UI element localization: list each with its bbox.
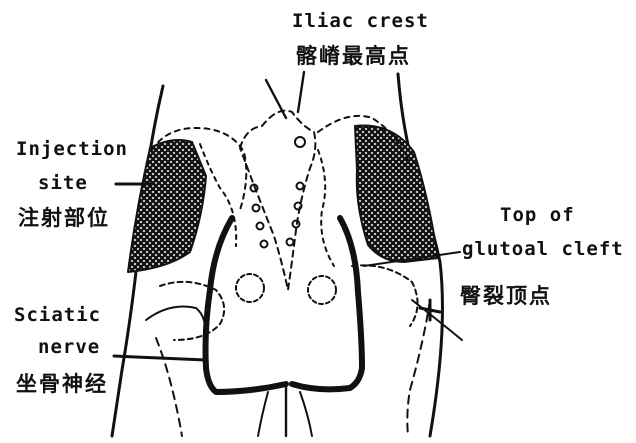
injection-site-zh-label: 注射部位	[18, 208, 110, 229]
gluteal-cleft-zh-label: 臀裂顶点	[460, 286, 552, 307]
iliac-crest-label: Iliac crest	[292, 12, 429, 31]
sciatic-nerve-zh-label: 坐骨神经	[16, 374, 108, 395]
gluteal-cleft-label-line2: glutoal cleft	[462, 240, 624, 259]
left-gluteal-curve	[206, 218, 287, 392]
left-femur-head	[236, 274, 264, 302]
injection-site-label-line1: Injection	[16, 140, 128, 159]
sacrum-outline	[240, 111, 315, 290]
left-injection-zone	[128, 140, 206, 272]
right-thigh-dashed	[407, 300, 430, 436]
right-leader-line	[412, 300, 462, 340]
injection-site-label-line2: site	[38, 174, 88, 193]
sciatic-nerve-label-line1: Sciatic	[14, 306, 101, 325]
left-inner-dotted-line	[200, 144, 236, 246]
left-femur-shaft	[146, 307, 205, 339]
iliac-crest-pointer	[298, 72, 304, 112]
left-leg-line	[258, 392, 268, 436]
iliac-crest-zh-label: 髂嵴最高点	[296, 46, 411, 67]
right-femur-head	[308, 276, 336, 304]
spine-line	[266, 80, 286, 118]
right-injection-zone	[355, 126, 438, 262]
right-leg-line	[300, 392, 312, 436]
left-hip-outline	[160, 282, 224, 340]
sciatic-nerve-pointer	[114, 356, 206, 360]
left-thigh-dashed	[156, 338, 182, 436]
cross-marker	[420, 300, 440, 320]
right-inner-dotted-line	[318, 150, 334, 266]
gluteal-cleft-label-line1: Top of	[500, 206, 575, 225]
sciatic-nerve-label-line2: nerve	[38, 338, 100, 357]
